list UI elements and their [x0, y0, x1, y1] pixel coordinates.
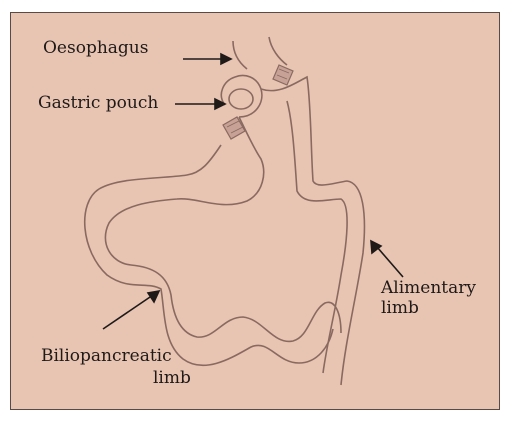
alimentary-limb-label: limb [381, 299, 419, 318]
alimentary-label: Alimentary [381, 279, 476, 298]
gastric-pouch-label: Gastric pouch [38, 94, 158, 113]
oesophagus-label: Oesophagus [43, 39, 148, 58]
diagram-frame: Oesophagus Gastric pouch Alimentary limb… [10, 12, 500, 410]
biliopancreatic-limb-label: limb [153, 369, 191, 388]
biliopancreatic-label: Biliopancreatic [41, 347, 172, 366]
